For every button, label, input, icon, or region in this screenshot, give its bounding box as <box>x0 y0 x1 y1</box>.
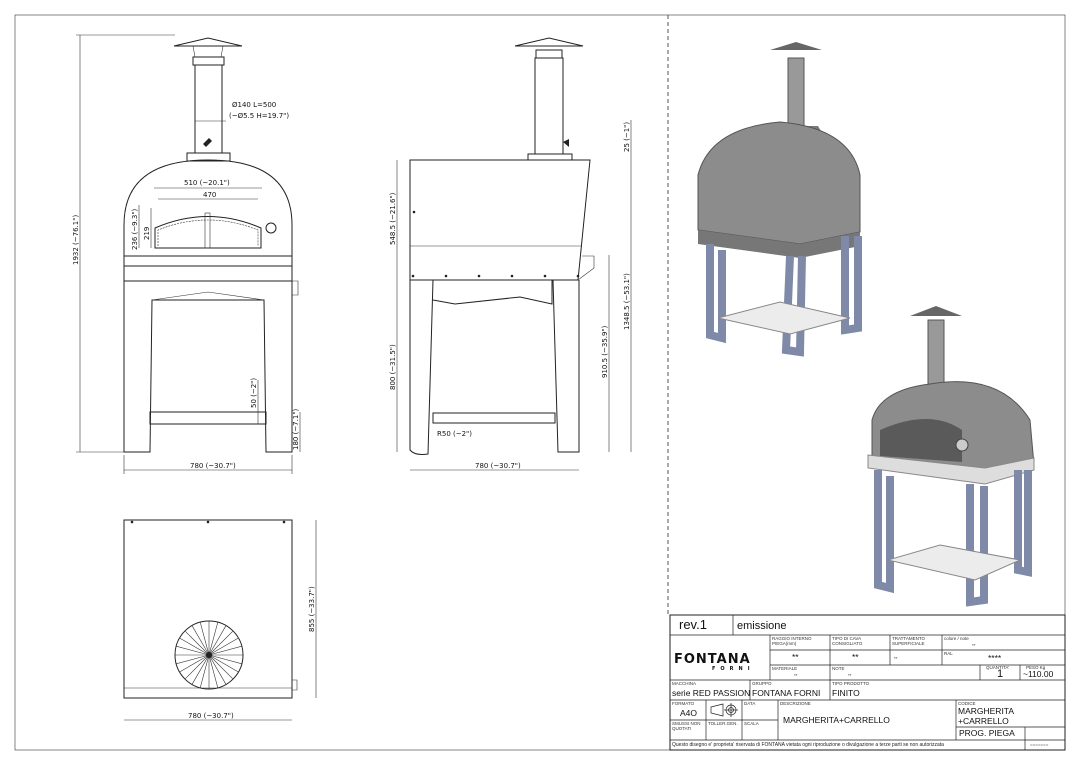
cap-spoke <box>208 654 227 685</box>
wheel-radius: R50 (~2") <box>437 430 472 438</box>
oven-dome <box>123 159 293 256</box>
flue-collar: 25 (~1") <box>623 122 631 152</box>
svg-text:FONTANA: FONTANA <box>674 652 751 667</box>
mouth-inner-height: 219 <box>143 227 151 240</box>
mouth-outer-height: 236 (~9.3") <box>131 208 139 250</box>
total-height: 1932 (~76.1") <box>72 215 80 265</box>
render-front-view <box>867 306 1035 607</box>
top-depth: 855 (~33.7") <box>308 586 316 632</box>
sheet-frame <box>14 14 1066 751</box>
side-stand <box>409 279 580 455</box>
render-rear-view <box>697 42 862 357</box>
fontana-logo: FONTANA FORNI <box>674 652 755 672</box>
stand-height: 800 (~31.5") <box>389 344 397 390</box>
cap-spoke <box>199 654 210 688</box>
svg-text:FORNI: FORNI <box>712 666 755 672</box>
cap-spoke <box>184 654 210 680</box>
cap-spoke <box>208 654 239 673</box>
cap-spoke <box>208 654 234 680</box>
front-stand <box>123 281 293 453</box>
cap-spoke <box>208 625 227 656</box>
thermometer <box>204 212 211 249</box>
side-view: 548.5 (~21.6") 800 (~31.5") R50 (~2") 91… <box>389 37 632 471</box>
cap-spoke <box>208 637 239 656</box>
cap-spoke <box>179 654 210 673</box>
top-width: 780 (~30.7") <box>188 712 234 720</box>
top-view: 855 (~33.7") 780 (~30.7") <box>123 519 317 721</box>
thermometer-gauge <box>265 222 277 234</box>
shelf-thickness: 50 (~2") <box>250 378 258 408</box>
flue-dim-inch: (~Ø5.5 H=19.7") <box>229 112 289 120</box>
front-shelf <box>149 411 267 425</box>
front-view: Ø140 L=500 (~Ø5.5 H=19.7") 510 (~20.1") … <box>72 34 301 474</box>
cap-spoke <box>176 645 210 656</box>
cap-spoke <box>208 654 219 688</box>
shelf-height: 180 (~7.1") <box>292 408 300 450</box>
mouth-inner-width: 470 <box>203 191 216 199</box>
first-angle-projection-icon <box>710 703 738 717</box>
cap-spoke <box>176 654 210 665</box>
flue-dim: Ø140 L=500 <box>232 101 276 109</box>
dome-height: 548.5 (~21.6") <box>389 192 397 245</box>
title-block-grid: FONTANA FORNI <box>669 614 1066 751</box>
damper-icon <box>203 138 212 147</box>
mouth-outer-width: 510 (~20.1") <box>184 179 230 187</box>
cap-spoke <box>199 622 210 656</box>
chimney-cap <box>173 37 243 47</box>
oven-top-height: 1348.5 (~53.1") <box>623 273 631 330</box>
cap-spoke <box>208 654 242 665</box>
cap-spoke <box>179 637 210 656</box>
oven-mouth <box>154 216 262 249</box>
handle <box>292 280 299 296</box>
cap-spoke <box>191 654 210 685</box>
shelf-top-height: 910.5 (~35.9") <box>601 325 609 378</box>
cap-spoke <box>208 645 242 656</box>
side-depth: 780 (~30.7") <box>475 462 521 470</box>
cap-spoke <box>208 622 219 656</box>
cap-spoke <box>208 630 234 656</box>
cap-spoke <box>191 625 210 656</box>
cap-spoke <box>184 630 210 656</box>
front-width: 780 (~30.7") <box>190 462 236 470</box>
oven-side <box>409 159 591 281</box>
